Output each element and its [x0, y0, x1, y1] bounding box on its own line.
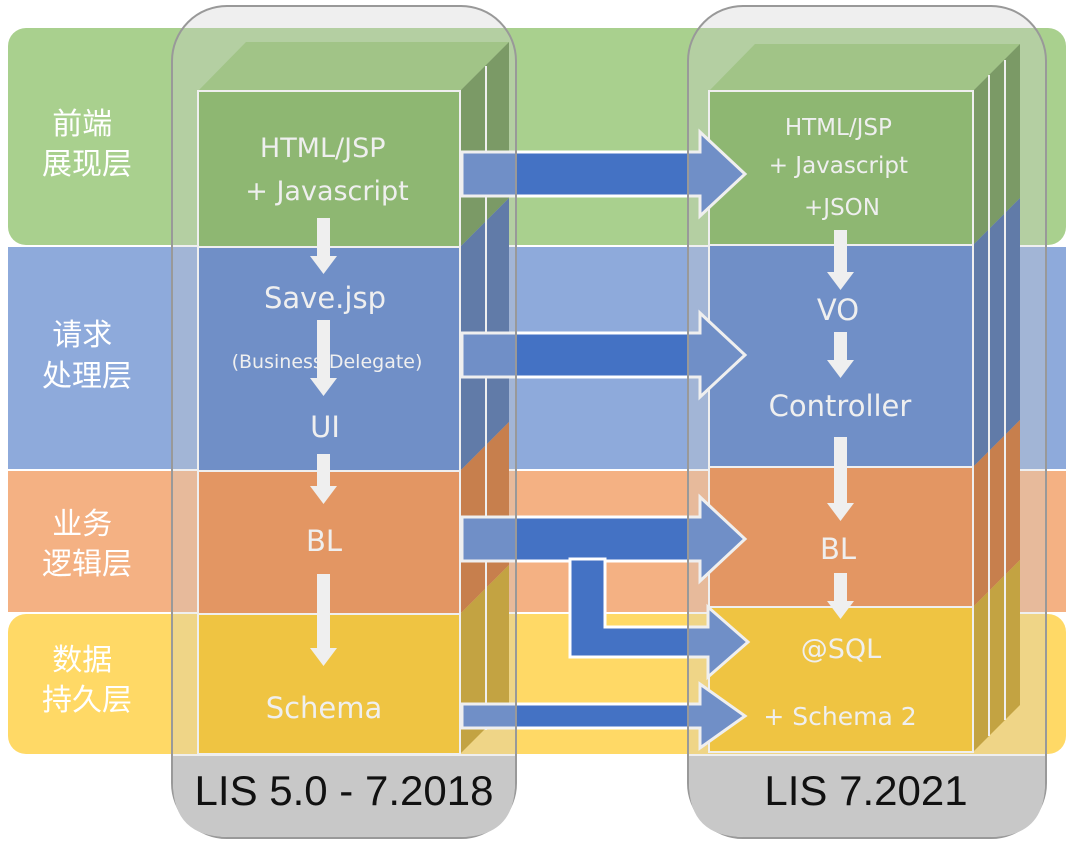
migration-arrow-frontend — [460, 128, 748, 220]
right-data-box — [708, 606, 974, 753]
right-side-orange — [973, 420, 1020, 607]
right-data-bottom-label: + Schema 2 — [763, 702, 916, 731]
right-frontend-label: HTML/JSP + Javascript +JSON — [769, 115, 916, 221]
right-side-green — [973, 44, 1020, 245]
layer-label-data: 数据 持久层 — [42, 643, 132, 718]
right-down-arrow-1 — [827, 230, 854, 290]
left-stack-top-face — [198, 42, 509, 91]
right-business-label: BL — [820, 532, 856, 566]
right-version-footer — [689, 756, 1045, 837]
right-down-arrow-4 — [827, 573, 854, 619]
migration-arrow-data — [460, 681, 748, 751]
left-version-label: LIS 5.0 - 7.2018 — [195, 767, 494, 814]
left-data-label: Schema — [266, 691, 383, 725]
left-version-footer — [173, 756, 515, 837]
left-stack: HTML/JSP + Javascript Save.jsp (Business… — [197, 42, 509, 755]
right-request-top-label: VO — [817, 293, 859, 327]
right-data-top-label: @SQL — [801, 634, 881, 665]
right-stack-top-face — [709, 44, 1020, 91]
migration-arrow-business — [460, 493, 748, 585]
right-frontend-box — [708, 90, 974, 246]
right-down-arrow-2 — [827, 332, 854, 378]
layer-label-frontend: 前端 展现层 — [42, 107, 132, 182]
layer-label-request: 请求 处理层 — [42, 318, 132, 394]
left-request-top-label: Save.jsp — [264, 281, 386, 315]
right-request-bottom-label: Controller — [769, 389, 912, 423]
right-version-container — [687, 5, 1047, 839]
right-down-arrow-3 — [827, 437, 854, 521]
left-request-bottom-label: UI — [310, 410, 340, 444]
left-down-arrow-4 — [310, 574, 337, 666]
left-business-label: BL — [306, 524, 342, 558]
left-frontend-label: HTML/JSP + Javascript — [245, 133, 408, 207]
left-down-arrow-1 — [310, 218, 337, 274]
right-stack: HTML/JSP + Javascript +JSON VO Controlle… — [708, 44, 1020, 753]
migration-arrow-business-to-sql — [568, 557, 751, 681]
right-side-blue — [973, 198, 1020, 467]
right-version-label: LIS 7.2021 — [764, 767, 967, 814]
left-down-arrow-2 — [310, 320, 337, 396]
right-side-gold — [973, 560, 1020, 752]
migration-arrow-request — [460, 309, 748, 401]
left-down-arrow-3 — [310, 454, 337, 504]
left-version-container — [171, 5, 517, 839]
layer-label-business: 业务 逻辑层 — [42, 507, 132, 582]
